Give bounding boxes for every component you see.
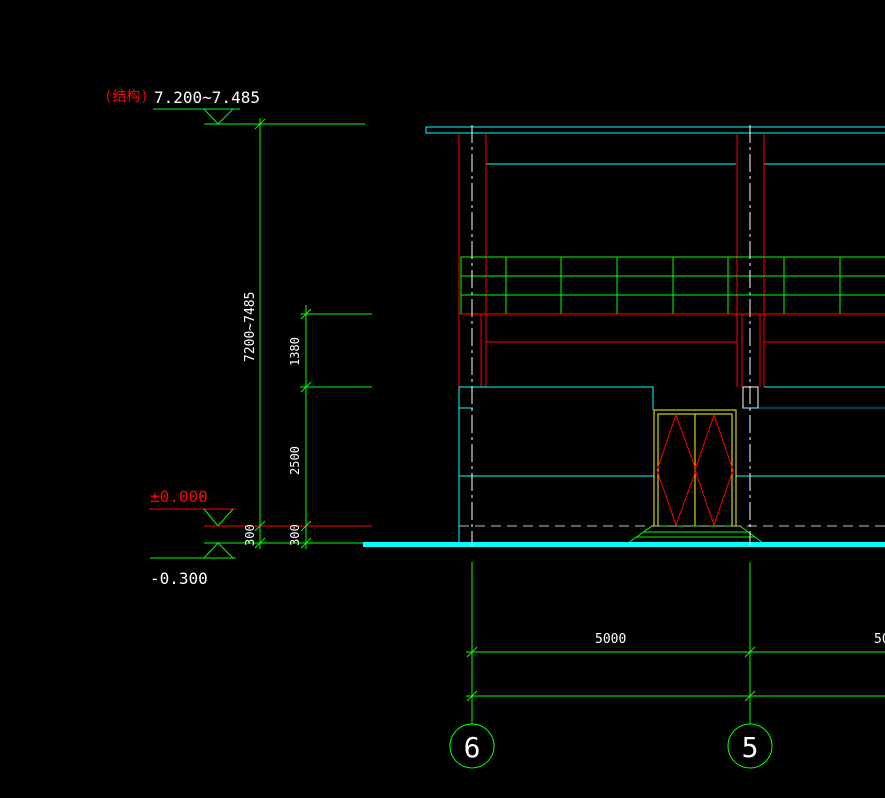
- railing-grid: [460, 256, 885, 315]
- lower-dim-b: 300: [288, 524, 302, 546]
- bay-1-dim: 5000: [595, 632, 626, 647]
- top-level-label: 7.200~7.485: [154, 88, 260, 107]
- vertical-dimension-chain: 1380 2500 300: [288, 305, 372, 549]
- level-marker-ground: -0.300: [150, 542, 372, 588]
- entrance-door: [653, 409, 737, 527]
- total-height-dim: 7200~7485: [243, 292, 258, 362]
- floor-lines: [363, 525, 885, 547]
- ground-line: [363, 542, 885, 547]
- middle-segment-dim: 2500: [288, 446, 302, 475]
- beam: [459, 313, 885, 343]
- ground-level-label: -0.300: [150, 569, 208, 588]
- bay-2-dim: 50: [874, 632, 885, 647]
- upper-segment-dim: 1380: [288, 337, 302, 366]
- axis-label-5: 5: [742, 731, 759, 764]
- axis-lines: [471, 125, 751, 724]
- column-right: [736, 133, 765, 387]
- roof-cap: [425, 126, 885, 165]
- column-left: [458, 133, 487, 387]
- axis-bubble-5[interactable]: 5: [727, 723, 773, 769]
- horizontal-dimensions: 5000 50: [466, 632, 885, 702]
- lower-wall: [458, 386, 885, 543]
- struct-tag-label: (结构): [104, 89, 149, 105]
- lower-dim-a: 300: [243, 524, 257, 546]
- level-marker-zero: ±0.000: [149, 487, 372, 527]
- axis-label-6: 6: [464, 731, 481, 764]
- entrance-steps: [626, 525, 765, 544]
- vertical-dimension-total: 7200~7485 300: [243, 118, 266, 549]
- axis-bubble-6[interactable]: 6: [449, 723, 495, 769]
- level-marker-top: (结构) 7.200~7.485: [104, 88, 365, 125]
- zero-level-label: ±0.000: [150, 487, 208, 506]
